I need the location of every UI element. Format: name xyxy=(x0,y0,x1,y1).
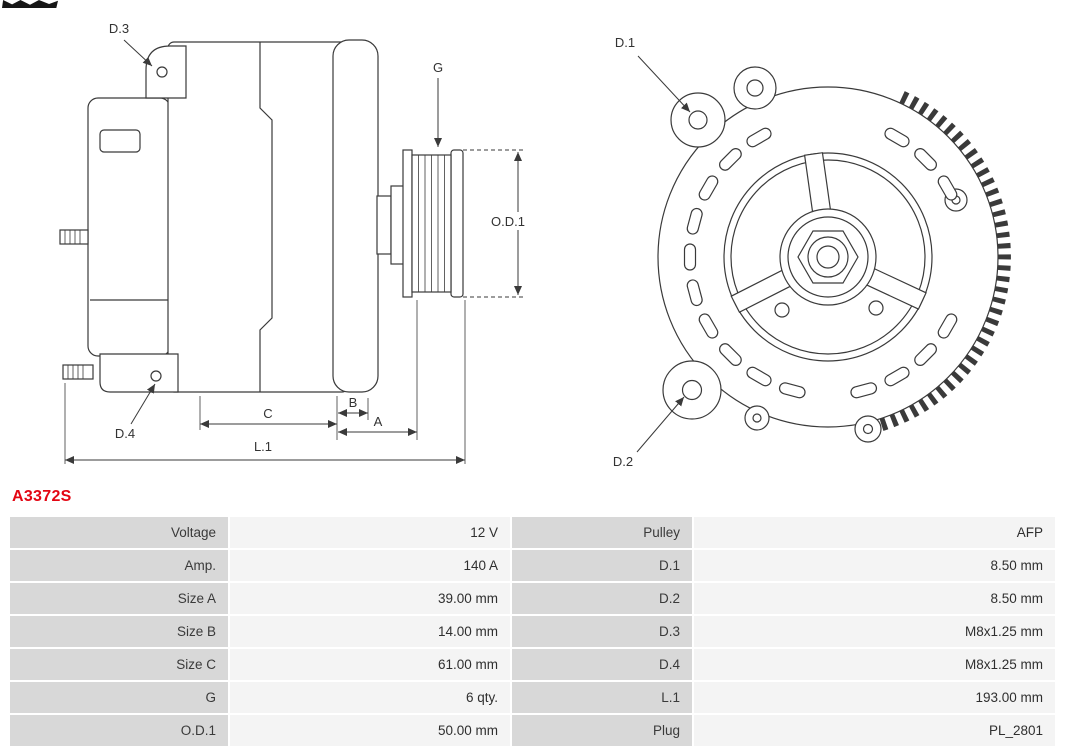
terminal-stud-bottom xyxy=(62,364,94,380)
spec-table: Voltage 12 V Pulley AFP Amp. 140 A D.1 8… xyxy=(10,517,1055,746)
dim-label-g: G xyxy=(433,60,443,75)
part-number: A3372S xyxy=(12,488,72,505)
pulley-side xyxy=(402,149,464,298)
dim-label-d1: D.1 xyxy=(615,35,635,50)
dim-label-d2: D.2 xyxy=(613,454,633,469)
dim-label-l1: L.1 xyxy=(254,439,272,454)
spec-value-amp: 140 A xyxy=(230,550,510,581)
dim-label-od1: O.D.1 xyxy=(491,214,525,229)
spec-value-size-b: 14.00 mm xyxy=(230,616,510,647)
spec-value-d4: M8x1.25 mm xyxy=(694,649,1055,680)
spec-label-d3: D.3 xyxy=(512,616,692,647)
spec-label-amp: Amp. xyxy=(10,550,228,581)
dim-label-b: B xyxy=(349,395,358,410)
spec-label-d2: D.2 xyxy=(512,583,692,614)
spec-label-od1: O.D.1 xyxy=(10,715,228,746)
spec-value-plug: PL_2801 xyxy=(694,715,1055,746)
spec-value-voltage: 12 V xyxy=(230,517,510,548)
spec-value-l1: 193.00 mm xyxy=(694,682,1055,713)
dim-label-d3: D.3 xyxy=(109,21,129,36)
spec-value-d3: M8x1.25 mm xyxy=(694,616,1055,647)
spec-value-od1: 50.00 mm xyxy=(230,715,510,746)
dim-label-c: C xyxy=(263,406,272,421)
spec-label-d4: D.4 xyxy=(512,649,692,680)
spec-value-g: 6 qty. xyxy=(230,682,510,713)
alternator-front-view: D.1 D.2 xyxy=(613,35,1011,469)
terminal-stud-top xyxy=(59,229,89,245)
dim-label-a: A xyxy=(374,414,383,429)
dim-label-d4: D.4 xyxy=(115,426,135,441)
cooling-slots xyxy=(683,127,958,399)
technical-diagram: D.3 G O.D.1 D.4 C xyxy=(59,21,1011,469)
spec-label-pulley: Pulley xyxy=(512,517,692,548)
spec-label-voltage: Voltage xyxy=(10,517,228,548)
spec-label-size-c: Size C xyxy=(10,649,228,680)
spec-value-pulley: AFP xyxy=(694,517,1055,548)
spec-label-g: G xyxy=(10,682,228,713)
spec-label-l1: L.1 xyxy=(512,682,692,713)
spec-value-d1: 8.50 mm xyxy=(694,550,1055,581)
spec-value-size-a: 39.00 mm xyxy=(230,583,510,614)
spec-label-plug: Plug xyxy=(512,715,692,746)
spec-value-d2: 8.50 mm xyxy=(694,583,1055,614)
spec-label-size-a: Size A xyxy=(10,583,228,614)
alternator-side-view: D.3 G O.D.1 D.4 C xyxy=(59,21,531,464)
spec-value-size-c: 61.00 mm xyxy=(230,649,510,680)
spec-label-size-b: Size B xyxy=(10,616,228,647)
spec-label-d1: D.1 xyxy=(512,550,692,581)
